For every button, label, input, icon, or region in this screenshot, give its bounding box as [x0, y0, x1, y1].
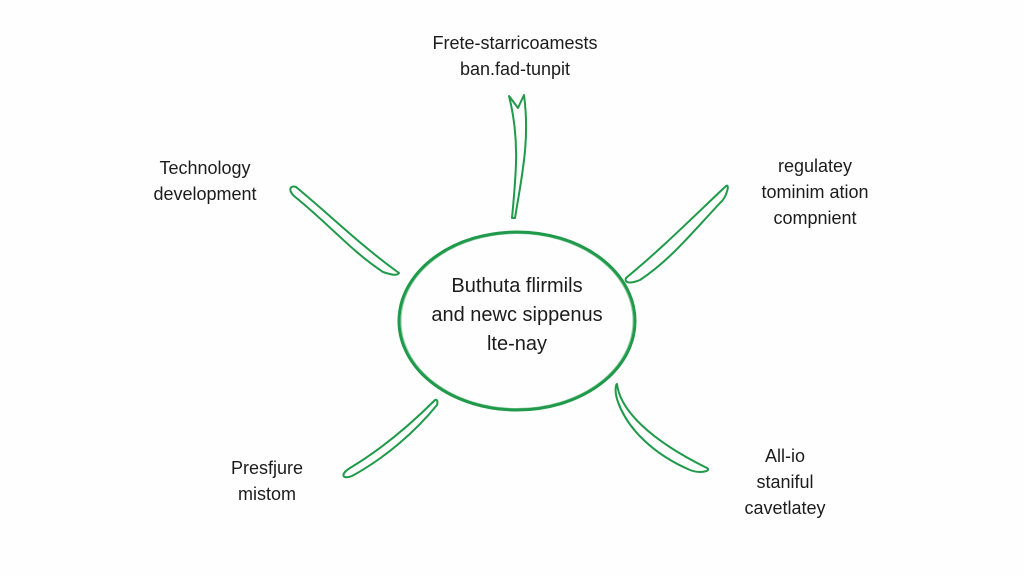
node-right-line-3: compnient	[773, 208, 857, 228]
center-ellipse-inner-stroke	[400, 233, 634, 409]
connector-right	[624, 184, 729, 284]
node-bottom-right: All-io staniful cavetlatey	[744, 443, 825, 521]
node-right-line-1: regulatey	[777, 156, 853, 176]
node-top-line-2: ban.fad-tunpit	[459, 59, 571, 79]
node-bottom-left: Presfjure mistom	[231, 455, 303, 507]
node-right-line-2: tominim ation	[761, 182, 869, 202]
connector-left	[289, 185, 400, 276]
center-topic: Buthuta flirmils and newc sippenus lte-n…	[431, 272, 602, 359]
connector-bottom-right	[614, 383, 710, 473]
node-top: Frete-starricoamests ban.fad-tunpit	[432, 30, 597, 82]
center-topic-line-2: and newc sippenus	[431, 304, 603, 326]
node-bottom-left-line-1: Presfjure	[230, 458, 304, 478]
node-bottom-left-line-2: mistom	[238, 484, 296, 504]
node-top-line-1: Frete-starricoamests	[432, 33, 598, 53]
center-topic-line-3: lte-nay	[486, 333, 548, 355]
node-bottom-right-line-1: All-io	[764, 446, 806, 466]
center-ellipse	[397, 230, 637, 412]
connector-top	[508, 94, 528, 219]
node-left: Technology development	[153, 155, 256, 207]
node-left-line-1: Technology	[159, 158, 251, 178]
node-right: regulatey tominim ation compnient	[761, 153, 868, 231]
connector-bottom-left	[342, 398, 439, 479]
node-bottom-right-line-2: staniful	[756, 472, 814, 492]
node-bottom-right-line-3: cavetlatey	[744, 498, 826, 518]
center-topic-line-1: Buthuta flirmils	[451, 275, 583, 297]
node-left-line-2: development	[153, 184, 257, 204]
